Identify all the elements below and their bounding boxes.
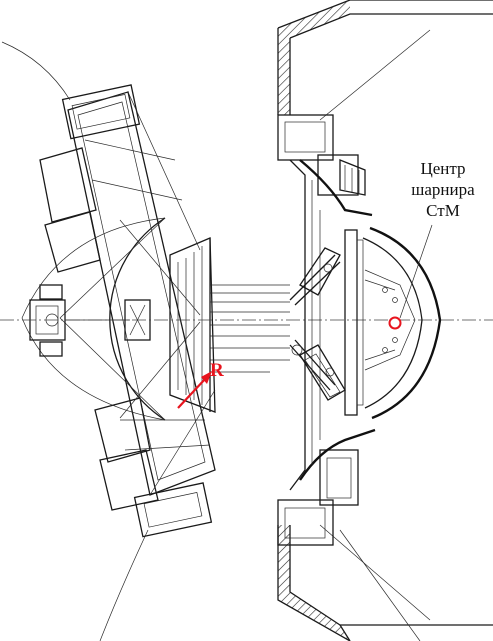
right-dome [362,226,442,420]
left-cone [169,237,216,413]
outer-arc-top [1,41,71,101]
right-lower-housing [277,428,376,546]
left-dome [109,217,166,421]
radius-label: R [210,360,224,381]
hinge-center-label: Центр шарнира СтМ [398,158,488,221]
left-frame [39,84,216,538]
hinge-leader-line [399,224,433,319]
hinge-center-marker [388,316,402,330]
hinge-label-line3: СтМ [426,201,460,220]
right-interior [289,159,364,491]
linking-rods [210,284,290,373]
outer-arc-bottom [99,529,149,641]
radius-arrow [177,371,212,409]
hinge-label-line1: Центр [420,159,466,178]
hinge-label-line2: шарнира [411,180,475,199]
right-upper-housing [277,114,373,217]
probe-head [29,284,151,357]
